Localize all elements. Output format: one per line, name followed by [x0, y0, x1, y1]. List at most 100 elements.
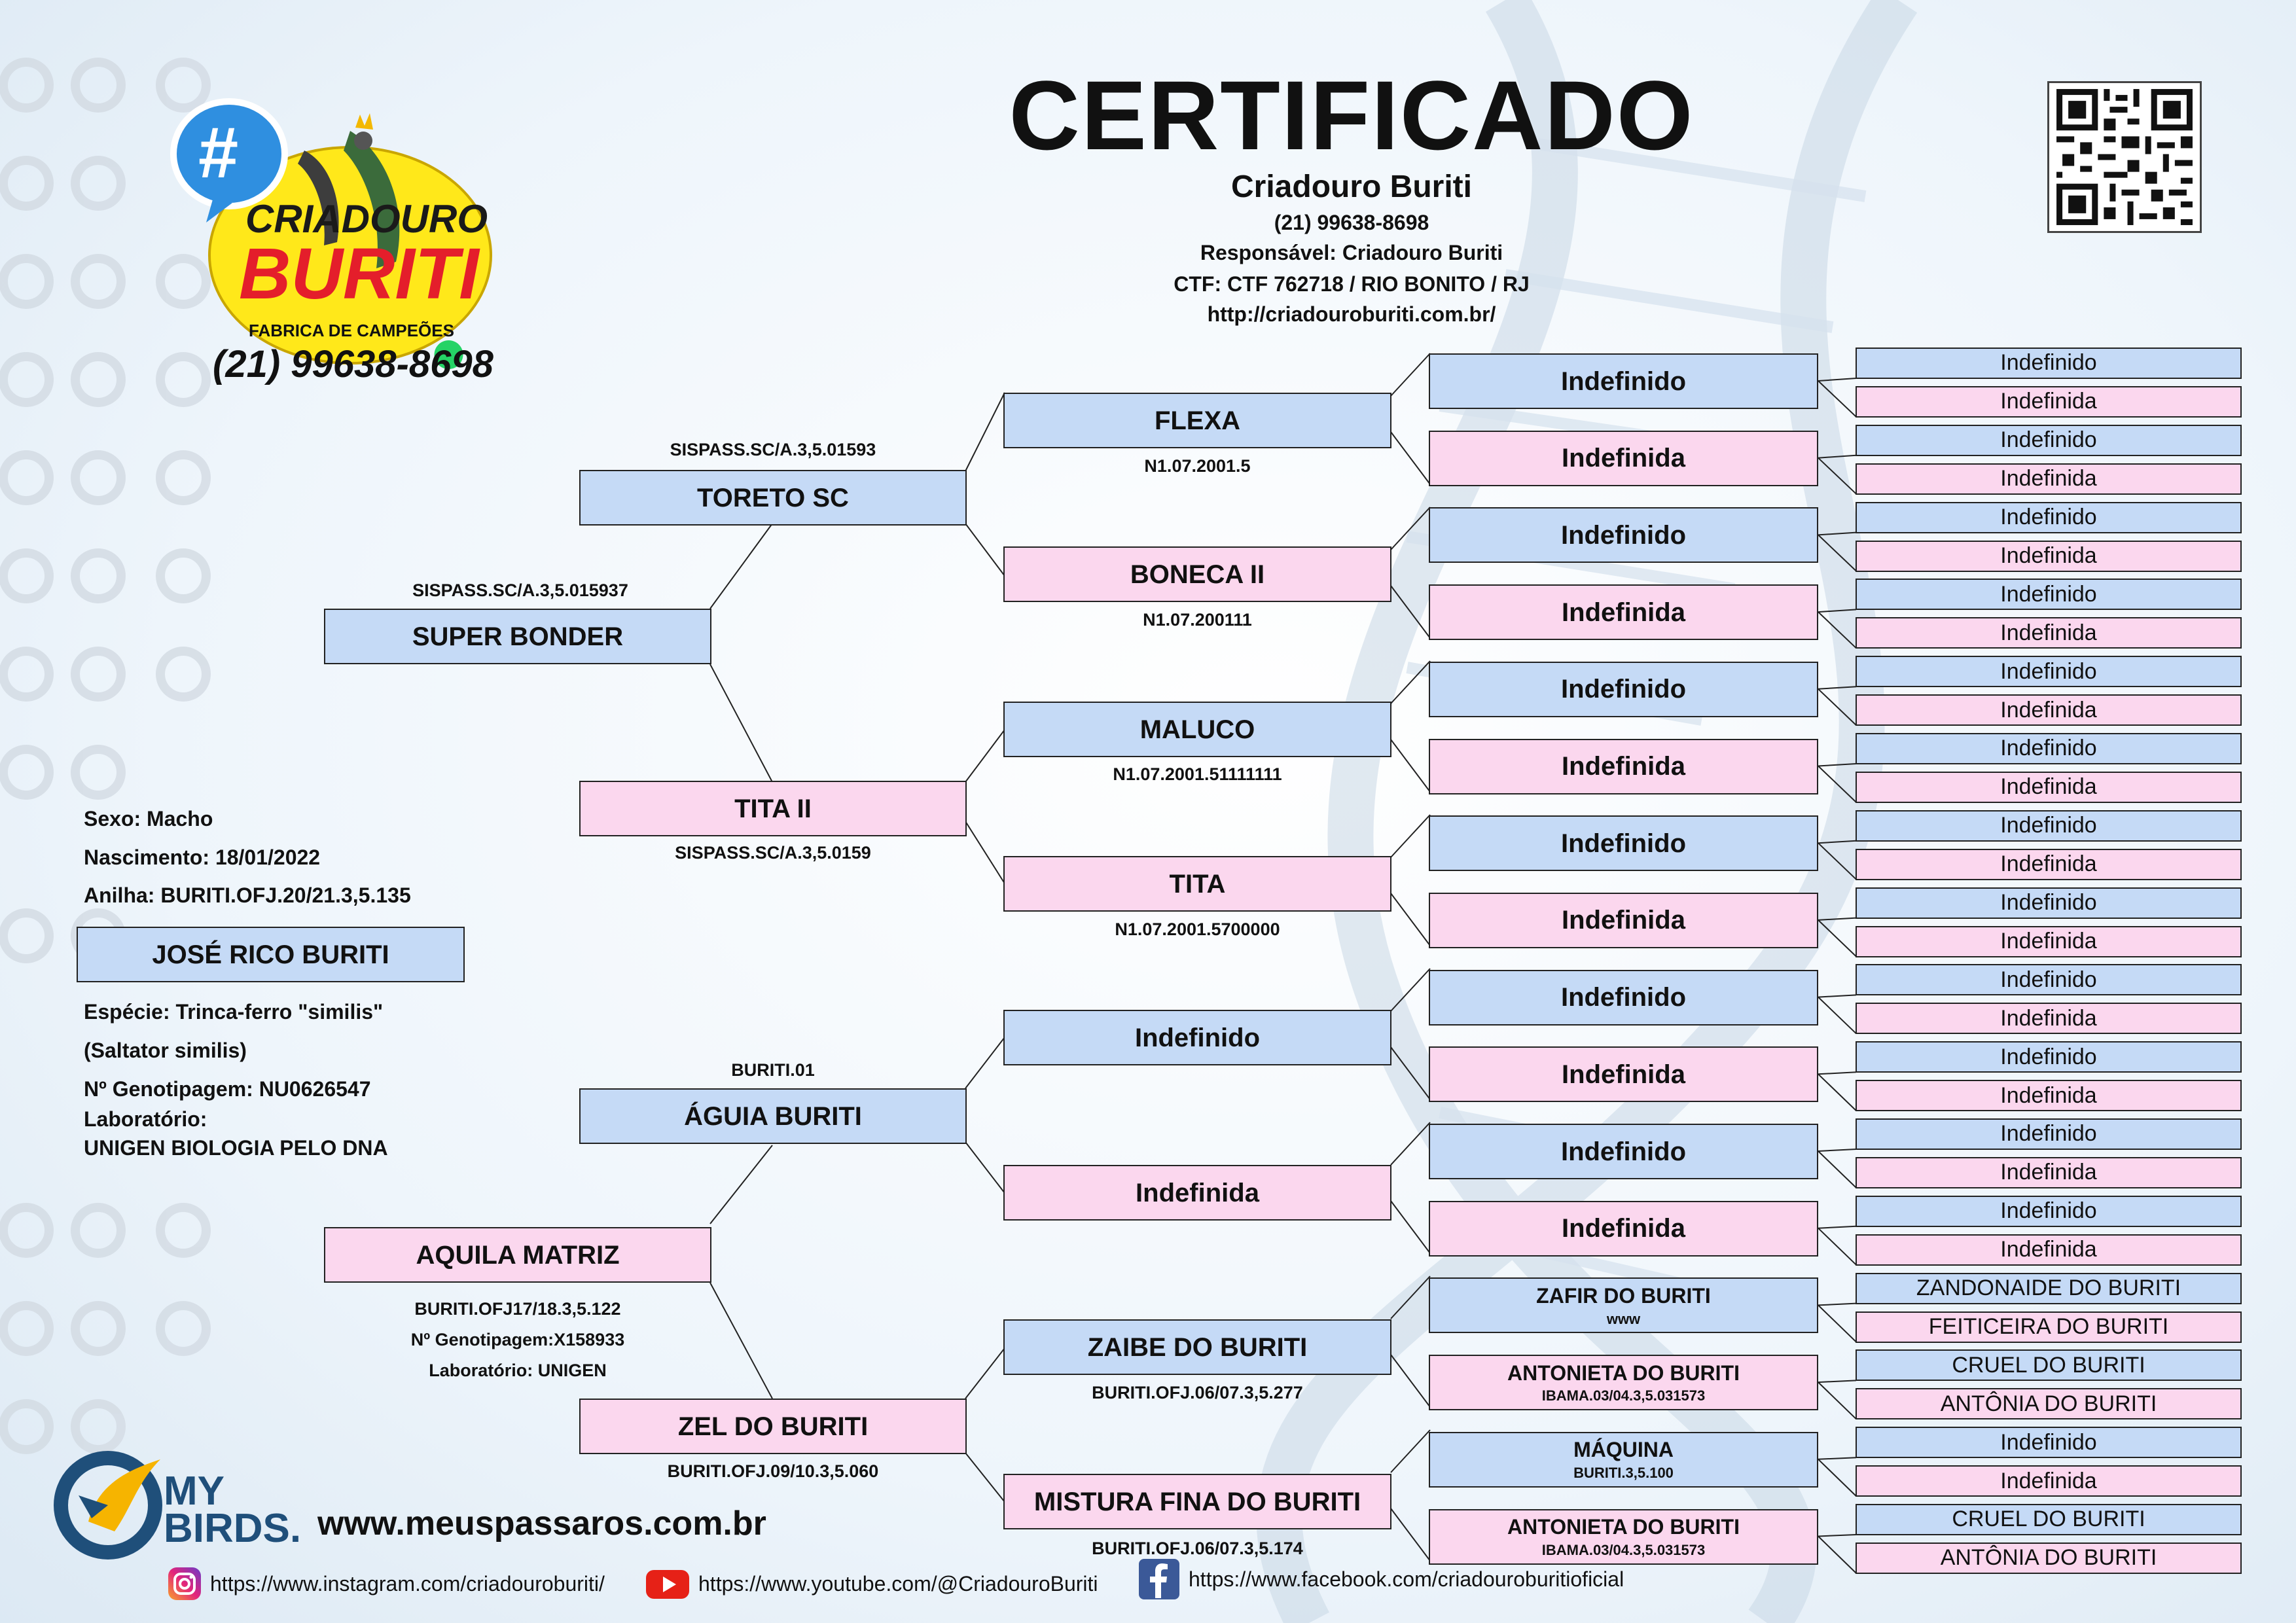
gen5-box[interactable]: Indefinido [1856, 810, 2242, 842]
gen2-name: ÁGUIA BURITI [684, 1101, 862, 1131]
facebook-link[interactable]: https://www.facebook.com/criadouroburiti… [1138, 1558, 1624, 1601]
gen5-name: ZANDONAIDE DO BURITI [1916, 1275, 2181, 1301]
gen2-box[interactable]: TORETO SC [579, 470, 967, 526]
gen4-box[interactable]: Indefinido [1429, 1124, 1818, 1179]
gen3-box[interactable]: ZAIBE DO BURITI [1003, 1319, 1391, 1375]
gen4-box[interactable]: Indefinido [1429, 507, 1818, 563]
gen5-name: CRUEL DO BURITI [1952, 1507, 2145, 1532]
gen5-name: Indefinido [2000, 967, 2097, 992]
bird-name[interactable]: JOSÉ RICO BURITI [77, 927, 465, 982]
gen5-box[interactable]: Indefinida [1856, 463, 2242, 495]
gen5-name: Indefinido [2000, 736, 2097, 761]
gen4-box[interactable]: Indefinido [1429, 661, 1818, 717]
gen5-box[interactable]: Indefinido [1856, 1195, 2242, 1227]
gen3-box[interactable]: MALUCO [1003, 702, 1391, 757]
gen5-box[interactable]: Indefinido [1856, 887, 2242, 919]
gen2-box[interactable]: ÁGUIA BURITI [579, 1088, 967, 1144]
breeder-logo: # CRIADOURO BURITI FABRICA DE CAMPEÕES (… [167, 92, 520, 399]
bird-name-label: JOSÉ RICO BURITI [152, 940, 389, 969]
gen5-box[interactable]: Indefinida [1856, 540, 2242, 572]
gen5-name: CRUEL DO BURITI [1952, 1352, 2145, 1378]
gen5-box[interactable]: Indefinida [1856, 617, 2242, 649]
gen4-name: Indefinida [1562, 597, 1685, 627]
gen2-box[interactable]: ZEL DO BURITI [579, 1399, 967, 1454]
gen4-box[interactable]: Indefinido [1429, 969, 1818, 1026]
gen3-name: MISTURA FINA DO BURITI [1033, 1487, 1361, 1516]
gen5-box[interactable]: Indefinida [1856, 1003, 2242, 1035]
gen4-box[interactable]: Indefinida [1429, 1200, 1818, 1257]
gen5-box[interactable]: Indefinido [1856, 424, 2242, 456]
gen3-box[interactable]: MISTURA FINA DO BURITI [1003, 1474, 1391, 1529]
gen5-box[interactable]: ANTÔNIA DO BURITI [1856, 1388, 2242, 1420]
gen5-box[interactable]: Indefinido [1856, 579, 2242, 611]
gen3-box[interactable]: Indefinido [1003, 1010, 1391, 1065]
father-box[interactable]: SUPER BONDER [324, 609, 711, 664]
gen3-box[interactable]: BONECA II [1003, 546, 1391, 602]
gen5-box[interactable]: Indefinido [1856, 1427, 2242, 1459]
gen5-box[interactable]: Indefinida [1856, 848, 2242, 880]
gen4-box[interactable]: Indefinida [1429, 892, 1818, 948]
bird-lab: UNIGEN BIOLOGIA PELO DNA [84, 1136, 388, 1160]
gen5-box[interactable]: ZANDONAIDE DO BURITI [1856, 1272, 2242, 1304]
gen5-box[interactable]: Indefinida [1856, 1234, 2242, 1266]
gen5-name: ANTÔNIA DO BURITI [1940, 1545, 2157, 1571]
gen5-box[interactable]: Indefinida [1856, 771, 2242, 803]
gen5-box[interactable]: CRUEL DO BURITI [1856, 1349, 2242, 1382]
gen2-code: SISPASS.SC/A.3,5.01593 [670, 440, 876, 459]
mother-lab: Laboratório: UNIGEN [429, 1361, 607, 1380]
gen5-name: Indefinida [2000, 1468, 2097, 1493]
gen5-box[interactable]: Indefinida [1856, 694, 2242, 726]
gen3-box[interactable]: FLEXA [1003, 393, 1391, 448]
breeder-phone: (21) 99638-8698 [1274, 211, 1429, 234]
gen5-name: Indefinida [2000, 1005, 2097, 1031]
gen4-box[interactable]: Indefinido [1429, 815, 1818, 872]
gen5-name: Indefinido [2000, 890, 2097, 916]
gen5-name: Indefinida [2000, 774, 2097, 800]
gen5-box[interactable]: Indefinida [1856, 925, 2242, 957]
gen5-box[interactable]: Indefinido [1856, 501, 2242, 533]
gen5-box[interactable]: Indefinido [1856, 348, 2242, 379]
mother-box[interactable]: AQUILA MATRIZ [324, 1227, 711, 1283]
gen5-box[interactable]: Indefinido [1856, 1118, 2242, 1150]
gen3-name: MALUCO [1139, 715, 1255, 744]
gen5-box[interactable]: Indefinido [1856, 964, 2242, 996]
site-link[interactable]: www.meuspassaros.com.br [317, 1505, 766, 1543]
gen3-box[interactable]: Indefinida [1003, 1165, 1391, 1221]
gen4-box[interactable]: Indefinida [1429, 430, 1818, 486]
gen2-code: BURITI.01 [731, 1060, 815, 1080]
youtube-link[interactable]: https://www.youtube.com/@CriadouroBuriti [645, 1566, 1098, 1601]
gen4-box[interactable]: Indefinida [1429, 1046, 1818, 1103]
qr-code[interactable] [2047, 81, 2202, 233]
bird-ring: Anilha: BURITI.OFJ.20/21.3,5.135 [84, 883, 411, 907]
father-name: SUPER BONDER [412, 622, 624, 651]
gen4-box[interactable]: Indefinida [1429, 738, 1818, 794]
gen2-box[interactable]: TITA II [579, 781, 967, 836]
instagram-link[interactable]: https://www.instagram.com/criadouroburit… [167, 1566, 605, 1601]
gen5-box[interactable]: Indefinido [1856, 733, 2242, 764]
gen5-box[interactable]: Indefinida [1856, 1080, 2242, 1112]
gen5-box[interactable]: Indefinida [1856, 1465, 2242, 1497]
gen5-box[interactable]: CRUEL DO BURITI [1856, 1504, 2242, 1535]
bird-sex: Sexo: Macho [84, 807, 213, 830]
gen5-box[interactable]: Indefinido [1856, 656, 2242, 688]
gen5-box[interactable]: ANTÔNIA DO BURITI [1856, 1542, 2242, 1574]
gen4-box[interactable]: Indefinido [1429, 353, 1818, 409]
gen4-box[interactable]: Indefinida [1429, 584, 1818, 641]
mybirds-logo: MY BIRDS. [52, 1443, 314, 1561]
gen3-box[interactable]: TITA [1003, 856, 1391, 912]
gen5-box[interactable]: Indefinida [1856, 385, 2242, 418]
gen5-name: Indefinido [2000, 1121, 2097, 1147]
gen5-box[interactable]: Indefinida [1856, 1156, 2242, 1188]
gen2-name: TITA II [734, 794, 812, 823]
certificate-title: CERTIFICADO [1009, 60, 1695, 170]
gen5-name: Indefinido [2000, 581, 2097, 607]
gen5-box[interactable]: FEITICEIRA DO BURITI [1856, 1311, 2242, 1343]
breeder-url[interactable]: http://criadouroburiti.com.br/ [1207, 302, 1496, 326]
gen4-name: Indefinido [1560, 983, 1687, 1012]
gen5-box[interactable]: Indefinido [1856, 1041, 2242, 1073]
logo-tagline: FABRICA DE CAMPEÕES [249, 321, 454, 340]
